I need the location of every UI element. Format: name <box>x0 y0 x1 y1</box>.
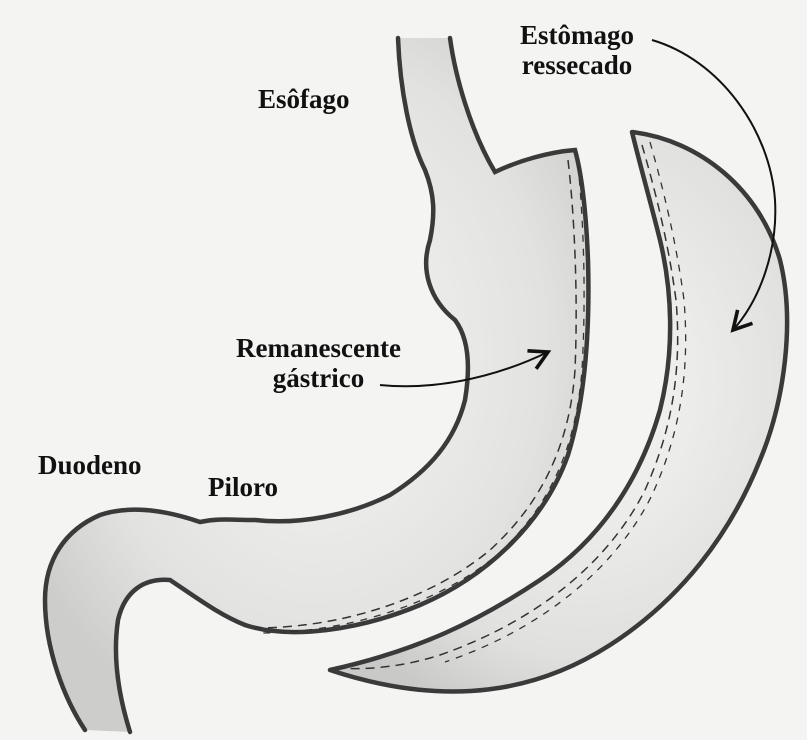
label-gastric-remnant: Remanescente gástrico <box>236 333 401 393</box>
label-gastric-remnant-line1: Remanescente <box>236 333 401 363</box>
label-resected-stomach-line2: ressecado <box>520 50 634 80</box>
label-esophagus: Esôfago <box>258 84 350 114</box>
label-gastric-remnant-line2: gástrico <box>236 363 401 393</box>
label-resected-stomach-line1: Estômago <box>520 20 634 50</box>
label-resected-stomach: Estômago ressecado <box>520 20 634 80</box>
label-pylorus: Piloro <box>208 472 278 502</box>
label-duodenum: Duodeno <box>38 450 142 480</box>
